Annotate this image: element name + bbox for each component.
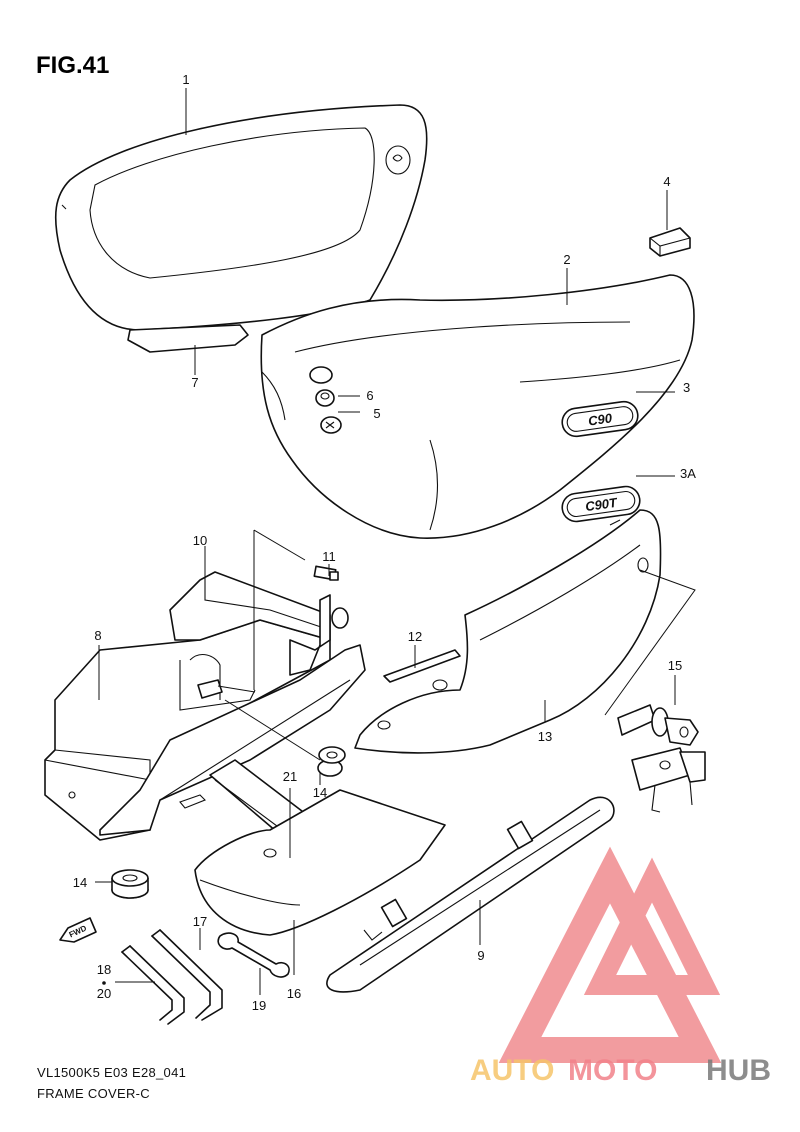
watermark-moto: MOTO [568, 1054, 657, 1087]
callout-13: 13 [538, 729, 552, 744]
callout-12: 12 [408, 629, 422, 644]
callout-2: 2 [563, 252, 570, 267]
figure-name: FRAME COVER-C [37, 1086, 150, 1101]
watermark-text: AUTO MOTO HUB [470, 1054, 771, 1087]
callout-14-upper: 14 [313, 785, 327, 800]
part-9-rail [326, 796, 615, 993]
part-19-wrench [217, 932, 290, 978]
watermark-hub: HUB [706, 1054, 771, 1087]
callout-16: 16 [287, 986, 301, 1001]
emblem-lower-text: C90T [584, 495, 619, 514]
part-1-side-cover [54, 104, 428, 331]
callout-18: 18 [97, 962, 111, 977]
callout-19: 19 [252, 998, 266, 1013]
callout-17: 17 [193, 914, 207, 929]
callout-9: 9 [477, 948, 484, 963]
part-17-hex-key [151, 929, 223, 1021]
callout-3a: 3A [680, 466, 696, 481]
callout-8: 8 [94, 628, 101, 643]
callout-1: 1 [182, 72, 189, 87]
part-15-lock-set [617, 704, 706, 813]
part-5-screw [320, 416, 342, 434]
callout-21: 21 [283, 769, 297, 784]
watermark-auto: AUTO [470, 1054, 554, 1087]
part-2-side-cover: C90 C90T [260, 274, 695, 539]
part-bracket-mount [289, 594, 349, 676]
part-7-cushion [127, 324, 249, 353]
part-14-grommet-lower [111, 869, 149, 899]
watermark-logo-icon [498, 846, 722, 1063]
callout-14-lower: 14 [73, 875, 87, 890]
part-13-side-panel [354, 509, 662, 754]
part-3a-emblem: C90T [561, 485, 641, 523]
callout-6: 6 [366, 388, 373, 403]
part-12-rubber-strip [383, 649, 461, 683]
callout-20: 20 [97, 986, 111, 1001]
part-pin [197, 679, 256, 699]
callout-3: 3 [683, 380, 690, 395]
callout-11: 11 [322, 549, 336, 564]
part-14-grommet-upper [317, 746, 346, 777]
callout-10: 10 [193, 533, 207, 548]
callout-dot [102, 981, 106, 985]
part-under-tray [99, 644, 366, 836]
part-4-cap [649, 227, 691, 257]
callout-15: 15 [668, 658, 682, 673]
callout-4: 4 [663, 174, 670, 189]
figure-code: VL1500K5 E03 E28_041 [37, 1065, 186, 1080]
callout-labels: 1 2 4 7 6 5 3 3A 10 11 8 12 15 13 21 14 … [73, 72, 696, 1013]
fwd-arrow-icon: FWD [59, 917, 97, 943]
part-3-emblem: C90 [561, 400, 639, 438]
callout-5: 5 [373, 406, 380, 421]
part-18-hex-key [121, 945, 185, 1025]
figure-title: FIG.41 [36, 52, 109, 79]
callout-7: 7 [191, 375, 198, 390]
leader-lines [95, 88, 696, 995]
part-11-bolt [313, 565, 339, 581]
emblem-upper-text: C90 [587, 410, 613, 428]
part-16-tool-bag [194, 789, 446, 936]
part-6-grommet [309, 366, 335, 407]
